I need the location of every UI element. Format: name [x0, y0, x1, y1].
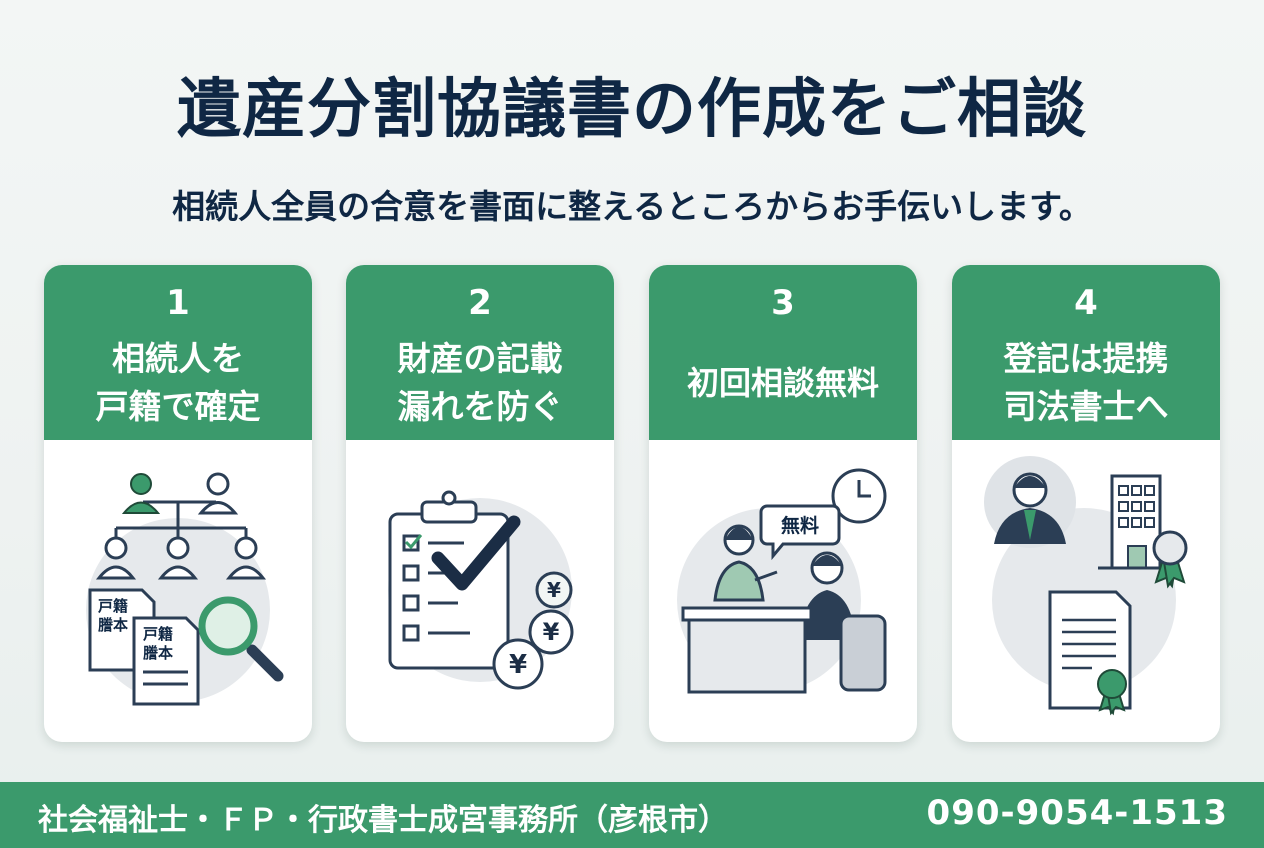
person-icon-green: [121, 473, 161, 514]
card-step-4: 4 登記は提携 司法書士へ: [952, 265, 1220, 742]
clock-icon: [831, 468, 887, 524]
person-icon: [95, 472, 267, 580]
certificate-icon: [1048, 590, 1132, 716]
card-label-line2: 戸籍で確定: [95, 387, 261, 426]
doc-label-1b: 謄本: [98, 616, 128, 634]
card-step-2: 2 財産の記載 漏れを防ぐ: [346, 265, 614, 742]
award-seal-icon: [1152, 530, 1188, 589]
card-label: 相続人を 戸籍で確定: [44, 335, 312, 431]
card-label: 初回相談無料: [649, 359, 917, 407]
card-step-3: 3 初回相談無料 無料: [649, 265, 917, 742]
card-step-1: 1 相続人を 戸籍で確定: [44, 265, 312, 742]
consultation-illustration: 無料: [677, 468, 887, 694]
page-title: 遺産分割協議書の作成をご相談: [177, 73, 1087, 147]
doc-label-2b: 謄本: [143, 644, 173, 662]
desk-icon: [681, 606, 813, 694]
doc-label-2a: 戸籍: [143, 625, 173, 643]
card-number: 3: [771, 283, 795, 323]
phone-number[interactable]: 090-9054-1513: [926, 793, 1228, 833]
checklist-illustration: ¥ ¥ ¥: [388, 490, 574, 690]
yen-coin-icon: ¥ ¥ ¥: [492, 571, 574, 690]
scrivener-illustration: [984, 456, 1188, 716]
card-label-line2: 漏れを防ぐ: [397, 387, 563, 426]
card-number: 1: [166, 283, 190, 323]
card-number: 4: [1074, 283, 1098, 323]
card-header: 2 財産の記載 漏れを防ぐ: [346, 265, 614, 440]
card-label: 財産の記載 漏れを防ぐ: [346, 335, 614, 431]
magnifier-icon: [198, 596, 284, 682]
clipboard-icon: [388, 490, 510, 670]
document-icon: 戸籍 謄本 戸籍 謄本: [88, 588, 200, 706]
card-header: 1 相続人を 戸籍で確定: [44, 265, 312, 440]
card-label: 登記は提携 司法書士へ: [952, 335, 1220, 431]
coin-symbol: ¥: [543, 618, 560, 646]
card-label-line1: 初回相談無料: [686, 364, 879, 402]
card-header: 3 初回相談無料: [649, 265, 917, 440]
consultant-icon: [713, 524, 778, 602]
building-icon: [1098, 474, 1166, 570]
card-label-line1: 相続人を: [112, 339, 244, 378]
doc-label-1a: 戸籍: [98, 597, 128, 615]
step-cards: 1 相続人を 戸籍で確定: [44, 265, 1220, 742]
card-label-line1: 登記は提携: [1003, 339, 1169, 378]
card-label-line2: 司法書士へ: [1003, 387, 1169, 426]
page-subtitle: 相続人全員の合意を書面に整えるところからお手伝いします。: [172, 187, 1092, 226]
office-name: 社会福祉士・ＦＰ・行政書士成宮事務所（彦根市）: [38, 803, 728, 838]
card-number: 2: [468, 283, 492, 323]
coin-symbol: ¥: [547, 578, 561, 602]
family-tree-illustration: 戸籍 謄本 戸籍 謄本: [86, 472, 284, 706]
family-tree-icon: [114, 500, 248, 538]
lawyer-icon: [984, 456, 1076, 548]
card-label-line1: 財産の記載: [397, 339, 563, 378]
card-header: 4 登記は提携 司法書士へ: [952, 265, 1220, 440]
bubble-text: 無料: [781, 514, 819, 537]
speech-bubble-icon: 無料: [759, 504, 841, 561]
coin-symbol: ¥: [509, 650, 527, 680]
checkmark-icon: [431, 515, 521, 591]
footer-bar: 社会福祉士・ＦＰ・行政書士成宮事務所（彦根市） 090-9054-1513: [0, 782, 1264, 848]
client-icon: [799, 551, 887, 692]
